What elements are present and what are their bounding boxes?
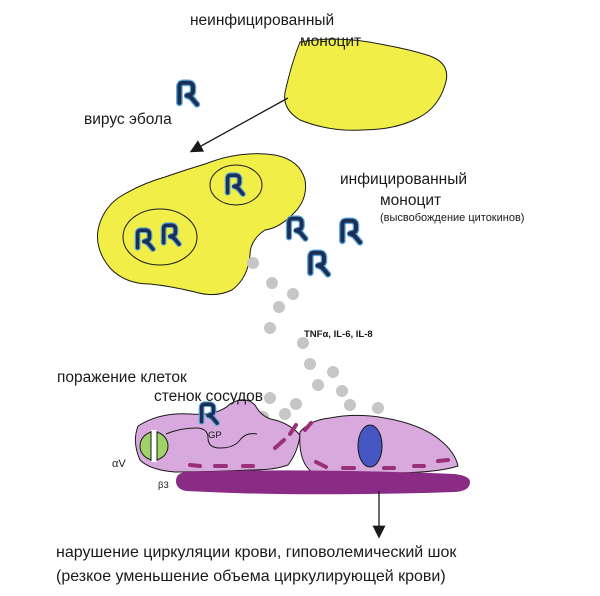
gp-label: GP [208, 430, 222, 441]
virus-icon [289, 219, 306, 239]
ebola-virus-label: вирус эбола [84, 111, 172, 128]
infected-monocyte-cell [97, 153, 306, 296]
gp-pointer-line [165, 427, 258, 449]
endosome-lower [122, 208, 198, 266]
uninfected-monocyte-label-1: неинфицированный [190, 12, 335, 29]
cytokine-release-label: (высвобождение цитокинов) [380, 212, 525, 224]
cell-nucleus [357, 424, 383, 468]
virus-icon [179, 83, 197, 105]
endosome-upper [209, 164, 263, 206]
infected-monocyte-label-1: инфицированный [340, 171, 468, 188]
uninfected-monocyte-label-2: моноцит [300, 33, 362, 50]
uninfected-monocyte-cell [284, 38, 448, 131]
virus-icon [342, 221, 360, 243]
arrow-icon [189, 97, 289, 153]
cytokine-dots [247, 257, 384, 434]
vessel-damage-label-1: поражение клеток [57, 369, 187, 386]
cytokines-label: TNFα, IL-6, IL-8 [304, 329, 373, 340]
outcome-label-1: нарушение циркуляции крови, гиповолемиче… [56, 544, 457, 561]
vessel-damage-label-2: стенок сосудов [154, 388, 263, 405]
basement-membrane [176, 470, 470, 495]
virus-icon [310, 253, 328, 275]
alpha-v-label: αV [112, 458, 126, 470]
infected-monocyte-label-2: моноцит [380, 192, 442, 209]
integrin-gap [151, 430, 157, 462]
beta3-label: β3 [158, 480, 169, 491]
outcome-label-2: (резкое уменьшение объема циркулирующей … [56, 568, 446, 585]
cell-junctions [188, 421, 450, 470]
